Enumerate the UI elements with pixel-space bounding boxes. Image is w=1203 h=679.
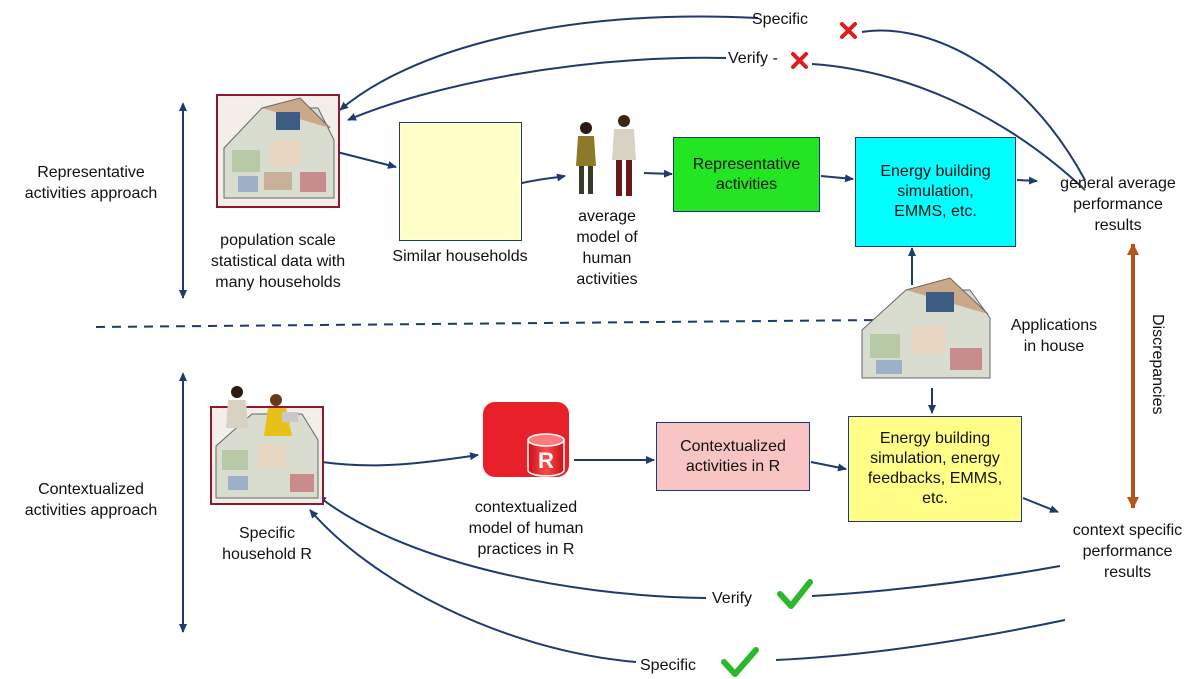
similar-households-label: Similar households (392, 248, 528, 265)
green-check-icon-specific (721, 647, 759, 677)
red-x-icon-specific (840, 22, 857, 39)
general-results-label: general average performance results (1060, 175, 1176, 234)
contextualized-approach-label: Contextualized activities approach (24, 481, 158, 519)
average-model-label: average model of human activities (576, 208, 638, 288)
energy-simulation-bottom-box: Energy building simulation, energy feedb… (848, 416, 1022, 522)
arrow-representative-to-energy (820, 174, 854, 183)
contextualized-activities-box: Contextualized activities in R (656, 422, 810, 491)
arrow-energy-to-general-results (1016, 176, 1038, 185)
people-figures-icon (576, 115, 636, 196)
contextualized-model-label: contextualized model of human practices … (468, 499, 584, 558)
specific-feedback-arrow-bottom (310, 510, 1066, 663)
representative-activities-box: Representative activities (673, 137, 820, 212)
discrepancies-label: Discrepancies (1149, 314, 1166, 414)
database-icon-r-contextualized (483, 402, 569, 477)
house-icon-applications (861, 277, 991, 379)
verify-label-bottom: Verify (712, 590, 753, 607)
specific-feedback-arrow-top (340, 15, 1086, 181)
arrow-model-to-representative (643, 169, 673, 178)
arrow-house-to-similar (336, 151, 397, 169)
similar-households-box (399, 122, 522, 241)
specific-household-label: Specific household R (222, 525, 312, 563)
green-check-icon-verify (777, 579, 813, 609)
applications-label: Applications in house (1010, 317, 1098, 355)
arrow-household-to-contextualized-model (321, 452, 479, 467)
arrow-similar-to-model (521, 173, 566, 184)
population-caption: population scale statistical data with m… (210, 232, 346, 291)
context-results-label: context specific performance results (1072, 522, 1183, 581)
specific-label-top: Specific (752, 11, 809, 28)
database-letter-r-bottom: R (538, 448, 554, 473)
red-x-icon-verify (791, 52, 808, 69)
arrow-activities-to-energy-bottom (810, 461, 847, 472)
arrow-energy-bottom-to-context-results (1022, 497, 1059, 513)
house-icon-population (216, 94, 340, 208)
verify-feedback-arrow-top (348, 56, 1086, 191)
house-icon-specific-household (210, 386, 324, 505)
energy-simulation-top-box: Energy building simulation, EMMS, etc. (855, 137, 1016, 247)
representative-approach-label: Representative activities approach (24, 164, 158, 202)
verify-feedback-arrow-bottom (318, 496, 1061, 599)
separator-dashed-line (95, 319, 881, 328)
verify-label-top: Verify - (728, 50, 778, 67)
specific-label-bottom: Specific (640, 657, 697, 674)
